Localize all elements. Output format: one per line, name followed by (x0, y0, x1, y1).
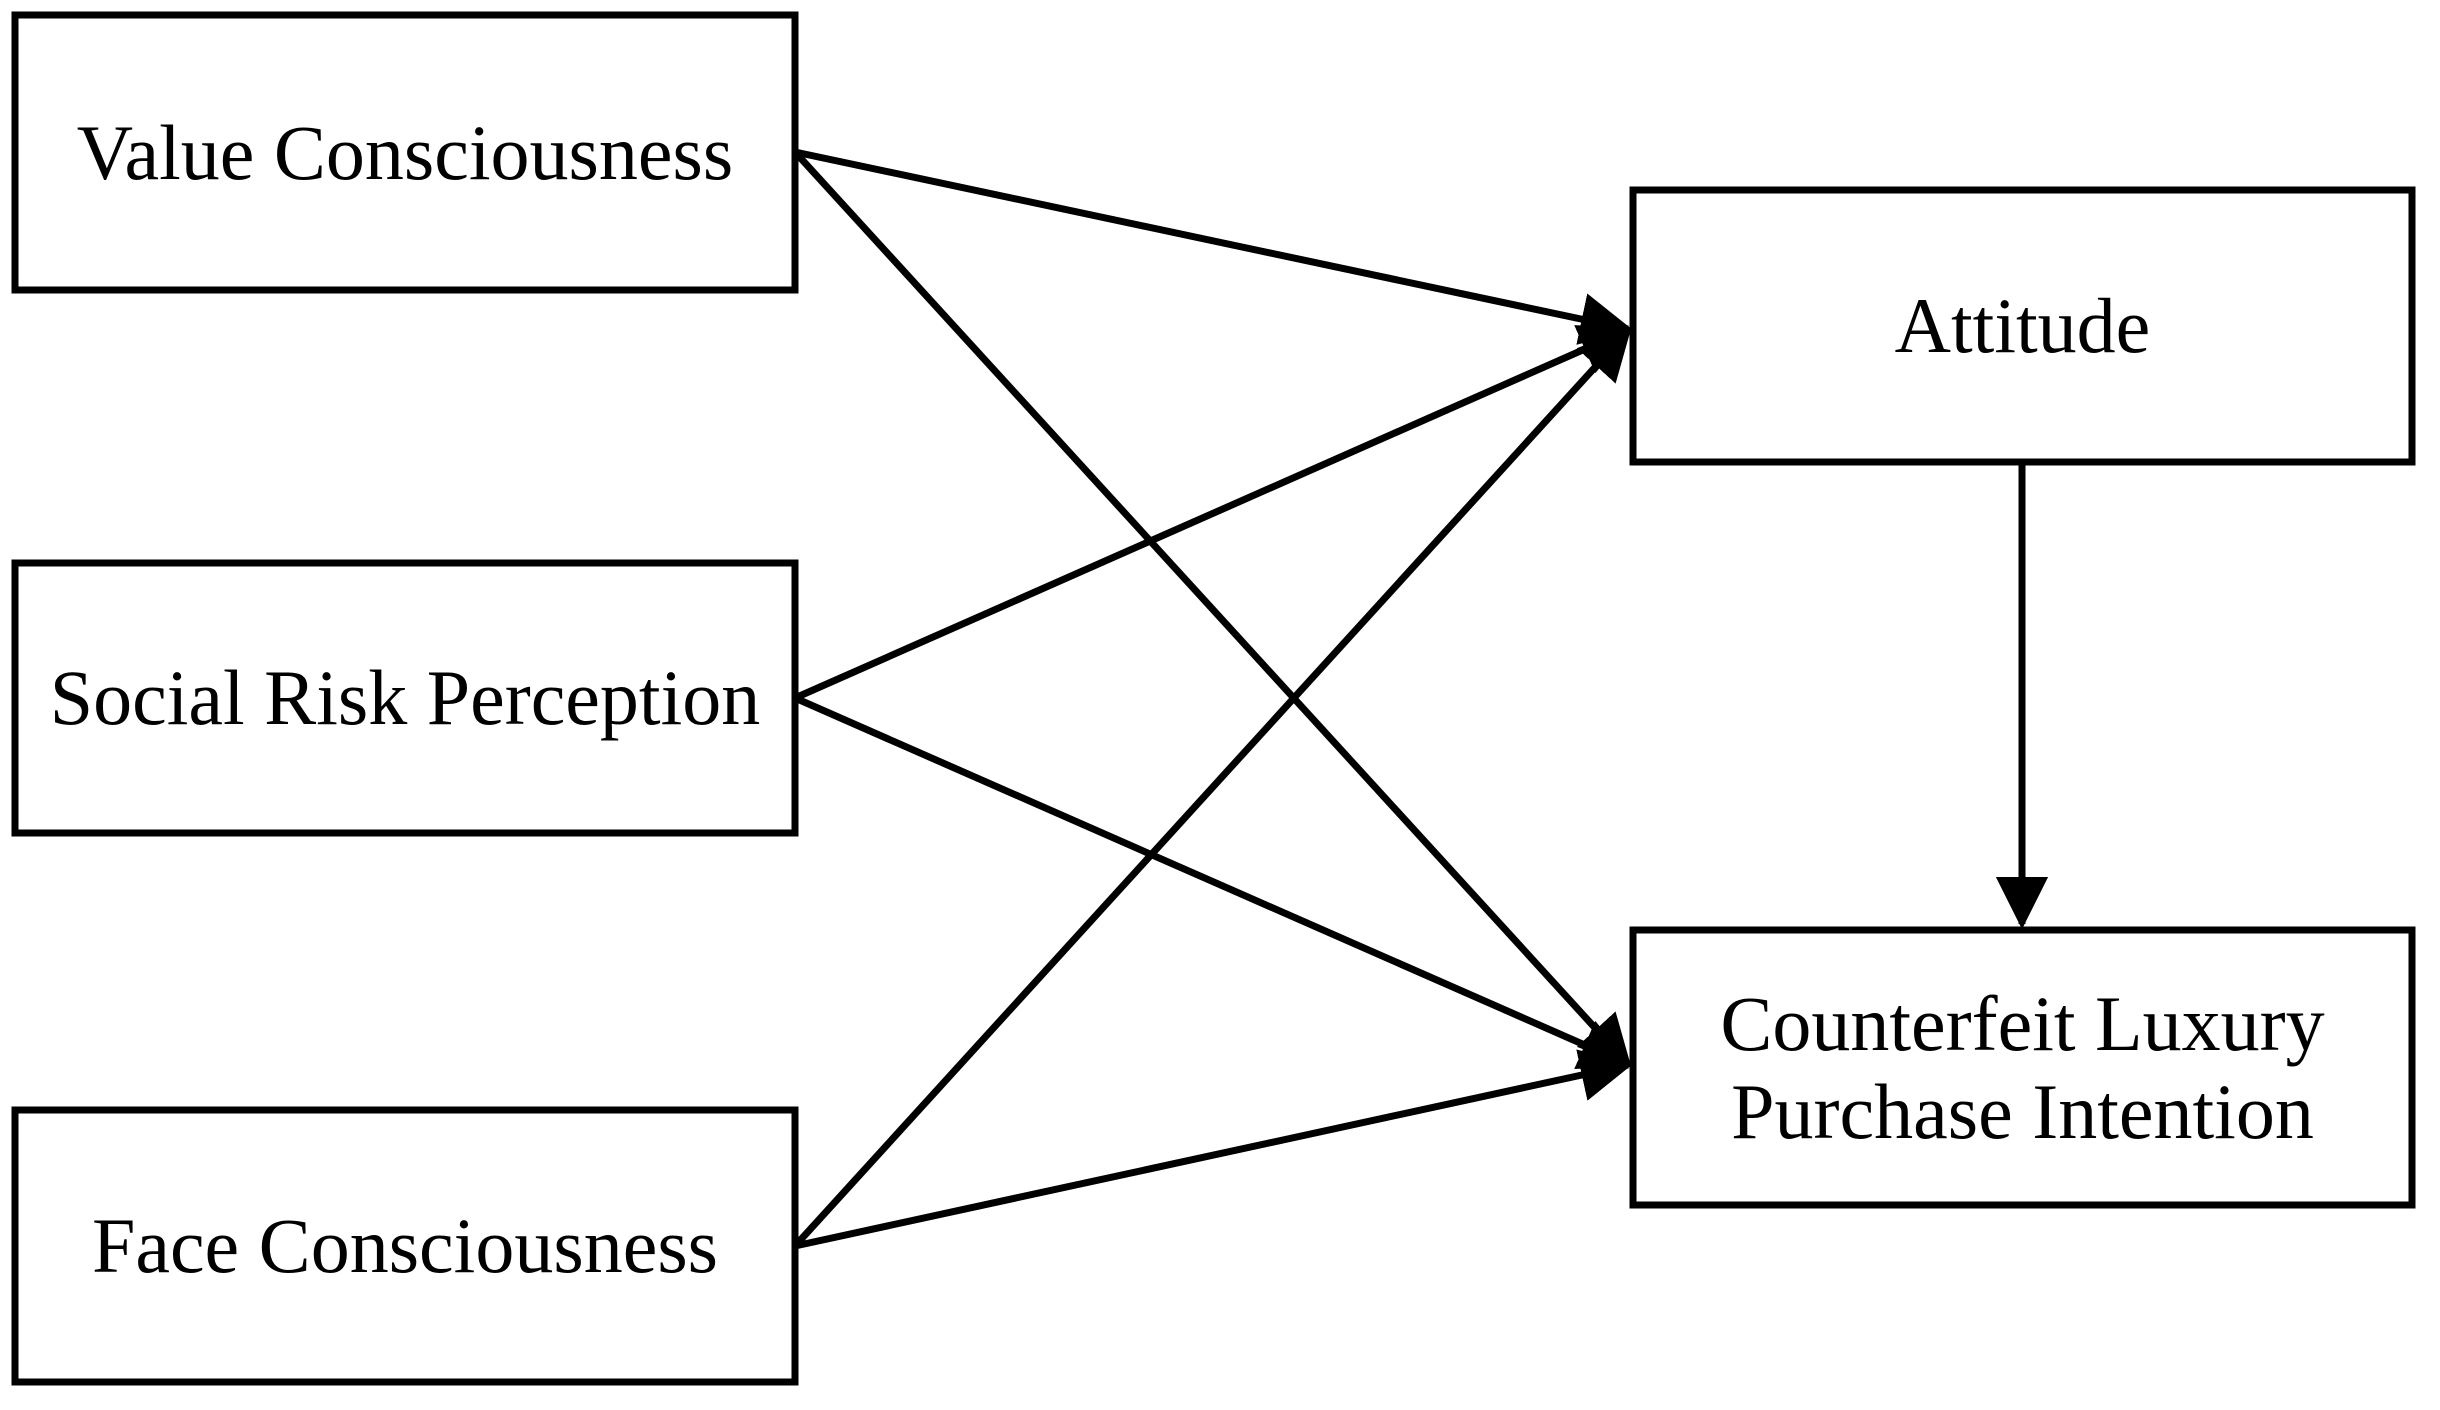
edge-social-risk-perception-to-attitude (793, 325, 1633, 702)
node-label-social-risk-perception: Social Risk Perception (49, 654, 761, 742)
node-label-value-consciousness: Value Consciousness (76, 108, 734, 196)
edge-social-risk-perception-to-counterfeit-luxury-purchase-intention (793, 694, 1633, 1070)
edge-value-consciousness-to-counterfeit-luxury-purchase-intention (792, 149, 1632, 1068)
edge-face-consciousness-to-attitude (792, 327, 1632, 1249)
node-label-attitude: Attitude (1894, 282, 2151, 370)
edge-value-consciousness-to-attitude (794, 148, 1634, 345)
node-label-counterfeit-luxury-purchase-intention: Counterfeit Luxury Purchase Intention (1720, 980, 2325, 1155)
edge-face-consciousness-to-counterfeit-luxury-purchase-intention (794, 1049, 1634, 1250)
node-label-face-consciousness: Face Consciousness (91, 1202, 719, 1290)
